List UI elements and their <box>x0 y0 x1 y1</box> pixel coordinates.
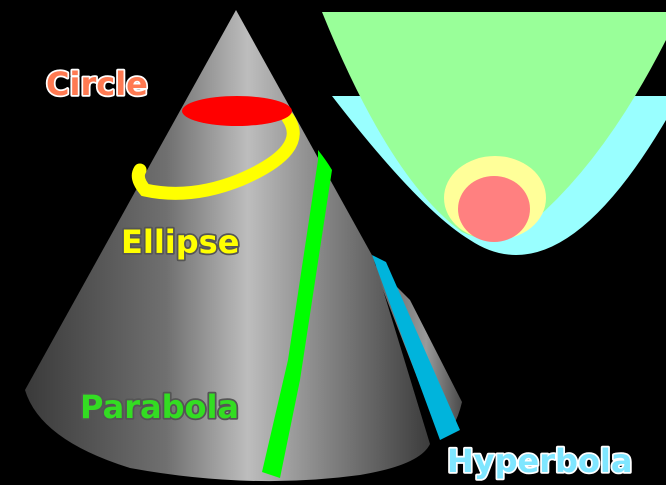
parabola-label: Parabola <box>80 388 239 426</box>
circle-section <box>182 96 292 126</box>
ellipse-label: Ellipse <box>121 223 239 261</box>
circle-label: Circle <box>46 65 148 103</box>
inset-circle-curve <box>458 176 530 242</box>
conic-curves-inset <box>322 12 666 255</box>
hyperbola-label: Hyperbola <box>447 442 632 480</box>
